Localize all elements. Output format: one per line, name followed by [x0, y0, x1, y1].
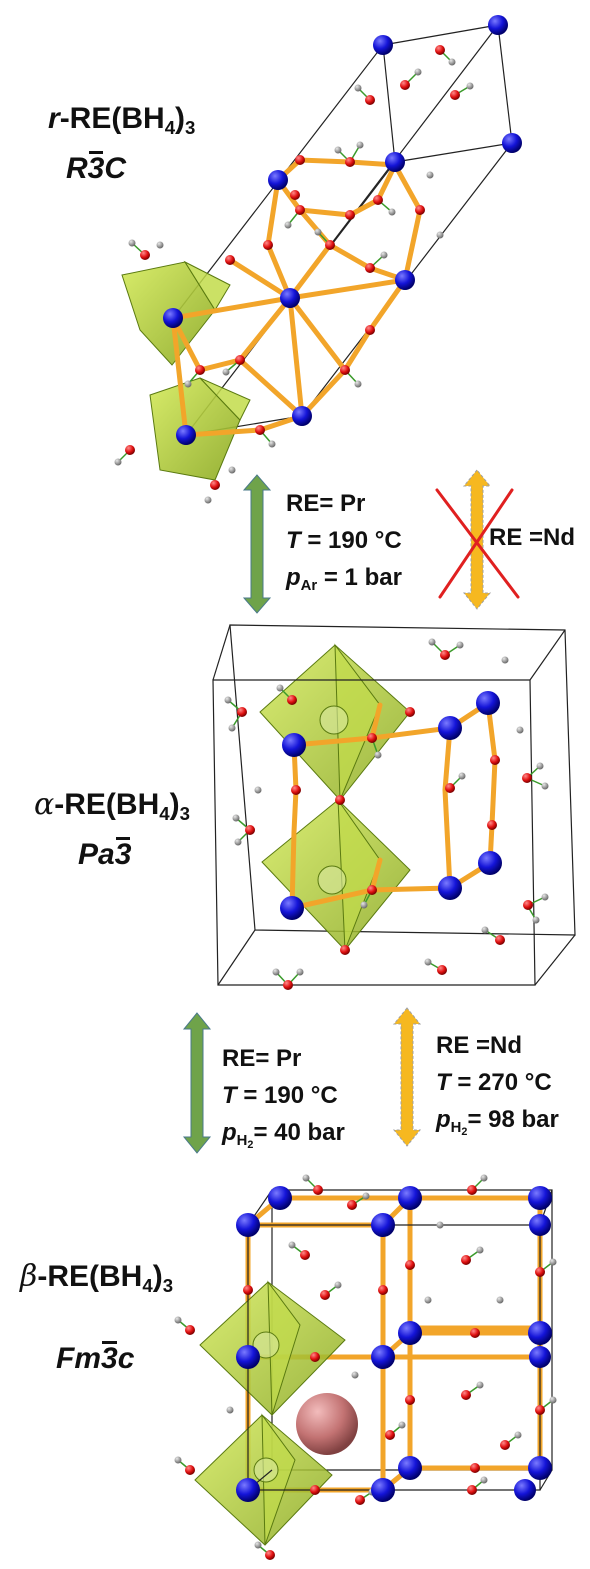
alpha-beta-nd-pressure: pH2= 98 bar — [436, 1106, 559, 1138]
beta-octahedra — [194, 1280, 346, 1546]
alpha-octahedra — [259, 643, 411, 951]
alpha-phase-formula: α-RE(BH4)3 — [34, 787, 190, 824]
arrow-nd-alpha-beta — [392, 1007, 422, 1147]
alpha-beta-nd-re: RE =Nd — [436, 1032, 523, 1059]
r-alpha-pr-temperature: T = 190 °C — [286, 527, 402, 554]
beta-phase-formula: β-RE(BH4)3 — [20, 1259, 174, 1296]
alpha-boron-atoms — [237, 650, 533, 990]
r-alpha-pr-conditions: RE= Pr T = 190 °C pAr = 1 bar — [286, 485, 402, 600]
r-phase-formula: r-RE(BH4)3 — [48, 102, 196, 138]
beta-rare-earth-atoms — [236, 1186, 552, 1502]
alpha-beta-nd-conditions: RE =Nd T = 270 °C pH2= 98 bar — [436, 1027, 559, 1143]
r-rare-earth-atoms — [163, 15, 522, 445]
r-alpha-pr-re: RE= Pr — [286, 490, 366, 517]
cross-blocked-icon — [435, 488, 520, 599]
arrow-pr-r-alpha — [242, 474, 272, 614]
arrow-pr-alpha-beta — [182, 1012, 212, 1154]
r-phase-space-group: R3C — [66, 151, 127, 185]
beta-cavity — [296, 1393, 358, 1455]
alpha-framework-bonds — [289, 700, 498, 911]
beta-phase-structure — [174, 1174, 557, 1560]
alpha-hydrogen-atoms — [224, 638, 549, 976]
r-boron-atoms — [125, 45, 460, 490]
alpha-phase-space-group: Pa3 — [78, 837, 132, 871]
r-phase-structure — [114, 15, 522, 504]
alpha-beta-nd-temperature: T = 270 °C — [436, 1069, 552, 1096]
alpha-beta-pr-pressure: pH2= 40 bar — [222, 1119, 345, 1151]
alpha-rare-earth-atoms — [280, 691, 502, 920]
alpha-unit-cell-front — [212, 624, 576, 986]
alpha-beta-pr-re: RE= Pr — [222, 1045, 302, 1072]
r-alpha-nd-label: RE =Nd — [489, 524, 576, 551]
r-alpha-pr-pressure: pAr = 1 bar — [286, 564, 402, 594]
alpha-beta-pr-conditions: RE= Pr T = 190 °C pH2= 40 bar — [222, 1040, 345, 1156]
beta-hydrogen-atoms — [174, 1174, 557, 1549]
alpha-phase-structure — [212, 624, 576, 990]
beta-phase-space-group: Fm3c — [56, 1341, 135, 1375]
beta-boron-atoms — [185, 1185, 545, 1560]
r-hydrogen-atoms — [114, 58, 474, 504]
alpha-beta-pr-temperature: T = 190 °C — [222, 1082, 338, 1109]
r-octahedra — [121, 260, 251, 481]
